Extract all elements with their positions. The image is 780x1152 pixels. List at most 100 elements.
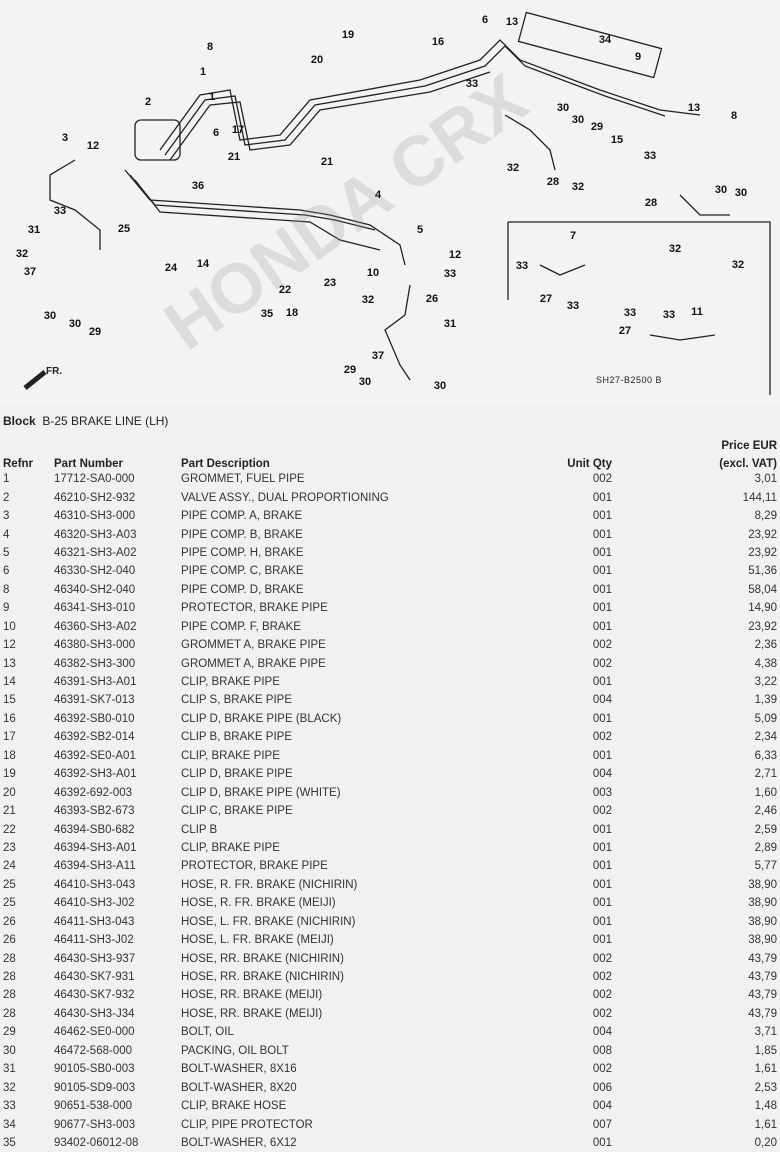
cell-part-number[interactable]: 46394-SB0-682 [54, 823, 135, 836]
callout[interactable]: 19 [341, 29, 355, 41]
callout[interactable]: 30 [714, 184, 728, 196]
callout[interactable]: 6 [212, 127, 220, 139]
callout[interactable]: 3 [61, 132, 69, 144]
callout[interactable]: 9 [634, 51, 642, 63]
cell-part-number[interactable]: 90677-SH3-003 [54, 1118, 136, 1131]
cell-part-number[interactable]: 46310-SH3-000 [54, 510, 136, 523]
cell-part-number[interactable]: 90105-SD9-003 [54, 1081, 136, 1094]
callout[interactable]: 32 [731, 259, 745, 271]
callout[interactable]: 33 [443, 268, 457, 280]
callout[interactable]: 33 [643, 150, 657, 162]
callout[interactable]: 33 [662, 309, 676, 321]
callout[interactable]: 18 [285, 307, 299, 319]
cell-part-number[interactable]: 46394-SH3-A11 [54, 860, 136, 873]
callout[interactable]: 2 [144, 96, 152, 108]
callout[interactable]: 30 [358, 376, 372, 388]
callout[interactable]: 23 [323, 277, 337, 289]
cell-part-number[interactable]: 46360-SH3-A02 [54, 620, 137, 633]
cell-part-number[interactable]: 93402-06012-08 [54, 1136, 139, 1149]
callout[interactable]: 35 [260, 308, 274, 320]
callout[interactable]: 7 [569, 230, 577, 242]
callout[interactable]: 27 [539, 293, 553, 305]
callout[interactable]: 1 [199, 66, 207, 78]
cell-part-number[interactable]: 46340-SH2-040 [54, 583, 136, 596]
cell-part-number[interactable]: 46430-SH3-937 [54, 952, 136, 965]
callout[interactable]: 29 [343, 364, 357, 376]
cell-part-number[interactable]: 17712-SA0-000 [54, 473, 135, 486]
cell-part-number[interactable]: 46341-SH3-010 [54, 602, 136, 615]
cell-part-number[interactable]: 46394-SH3-A01 [54, 841, 137, 854]
callout[interactable]: 32 [506, 162, 520, 174]
callout[interactable]: 31 [27, 224, 41, 236]
callout[interactable]: 30 [68, 318, 82, 330]
cell-part-number[interactable]: 46410-SH3-043 [54, 878, 136, 891]
callout[interactable]: 8 [206, 41, 214, 53]
cell-part-number[interactable]: 46392-SE0-A01 [54, 749, 136, 762]
callout[interactable]: 20 [310, 54, 324, 66]
cell-part-number[interactable]: 90651-538-000 [54, 1100, 133, 1113]
callout[interactable]: 21 [227, 151, 241, 163]
callout[interactable]: 12 [448, 249, 462, 261]
callout[interactable]: 32 [668, 243, 682, 255]
cell-part-number[interactable]: 46430-SK7-931 [54, 971, 135, 984]
callout[interactable]: 27 [618, 325, 632, 337]
callout[interactable]: 6 [481, 14, 489, 26]
callout[interactable]: 12 [86, 140, 100, 152]
callout[interactable]: 33 [623, 307, 637, 319]
cell-part-number[interactable]: 46392-SH3-A01 [54, 768, 137, 781]
callout[interactable]: 8 [730, 110, 738, 122]
callout[interactable]: 21 [320, 156, 334, 168]
callout[interactable]: 13 [505, 16, 519, 28]
cell-part-number[interactable]: 46210-SH2-932 [54, 491, 136, 504]
cell-part-number[interactable]: 46430-SH3-J34 [54, 1007, 135, 1020]
cell-part-number[interactable]: 46392-SB2-014 [54, 731, 135, 744]
callout[interactable]: 15 [610, 134, 624, 146]
callout[interactable]: 30 [433, 380, 447, 392]
callout[interactable]: 30 [571, 114, 585, 126]
callout[interactable]: 11 [691, 306, 703, 318]
callout[interactable]: 30 [556, 102, 570, 114]
cell-part-number[interactable]: 46382-SH3-300 [54, 657, 136, 670]
callout[interactable]: 28 [644, 197, 658, 209]
callout[interactable]: 33 [566, 300, 580, 312]
callout[interactable]: 37 [371, 350, 385, 362]
callout[interactable]: 33 [53, 205, 67, 217]
cell-part-number[interactable]: 46462-SE0-000 [54, 1026, 135, 1039]
cell-part-number[interactable]: 46380-SH3-000 [54, 639, 136, 652]
cell-part-number[interactable]: 46320-SH3-A03 [54, 528, 137, 541]
cell-part-number[interactable]: 46472-568-000 [54, 1044, 133, 1057]
cell-part-number[interactable]: 46391-SH3-A01 [54, 676, 137, 689]
callout[interactable]: 17 [231, 124, 245, 136]
callout[interactable]: 29 [590, 121, 604, 133]
callout[interactable]: 4 [374, 189, 382, 201]
callout[interactable]: 36 [191, 180, 205, 192]
callout[interactable]: 16 [431, 36, 445, 48]
callout[interactable]: 37 [23, 266, 37, 278]
cell-part-number[interactable]: 46411-SH3-J02 [54, 934, 134, 947]
callout[interactable]: 29 [88, 326, 102, 338]
